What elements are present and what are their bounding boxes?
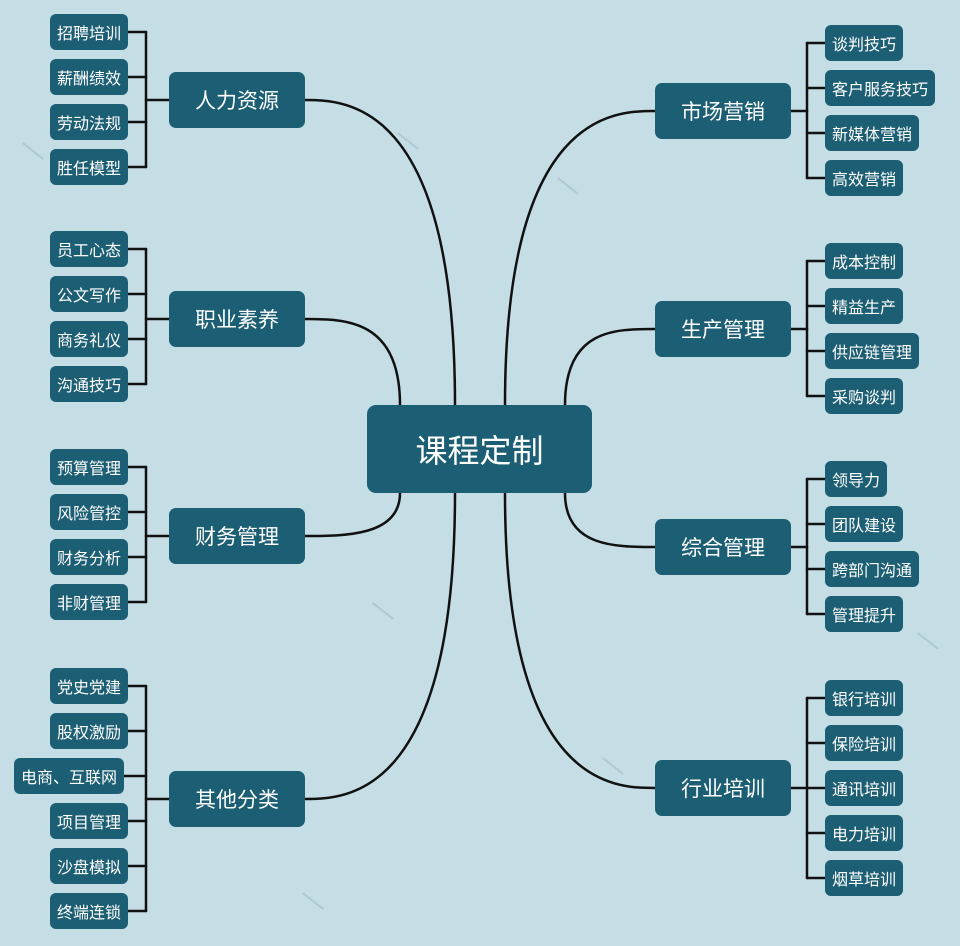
leaf-other-4: 项目管理 <box>50 803 129 839</box>
branch-fin: 财务管理 <box>169 508 305 564</box>
branch-connector <box>563 327 657 407</box>
leaf-prof-3: 商务礼仪 <box>50 321 129 357</box>
leaf-fin-1: 预算管理 <box>50 449 129 485</box>
leaf-ind-2: 保险培训 <box>825 725 904 761</box>
branch-connector <box>503 491 657 790</box>
leaf-fin-3: 财务分析 <box>50 539 129 575</box>
leaf-hr-2: 薪酬绩效 <box>50 59 129 95</box>
branch-hr: 人力资源 <box>169 72 305 128</box>
leaf-other-3: 电商、互联网 <box>14 758 125 794</box>
leaf-ind-5: 烟草培训 <box>825 860 904 896</box>
branch-connector <box>503 109 657 407</box>
center-node: 课程定制 <box>367 405 592 493</box>
leaf-mkt-3: 新媒体营销 <box>825 115 920 151</box>
leaf-ind-4: 电力培训 <box>825 815 904 851</box>
leaf-hr-3: 劳动法规 <box>50 104 129 140</box>
leaf-gen-2: 团队建设 <box>825 506 904 542</box>
leaf-gen-4: 管理提升 <box>825 596 904 632</box>
leaf-ind-3: 通讯培训 <box>825 770 904 806</box>
leaf-other-1: 党史党建 <box>50 668 129 704</box>
leaf-ind-1: 银行培训 <box>825 680 904 716</box>
leaf-gen-3: 跨部门沟通 <box>825 551 920 587</box>
leaf-prod-4: 采购谈判 <box>825 378 904 414</box>
branch-other: 其他分类 <box>169 771 305 827</box>
leaf-other-5: 沙盘模拟 <box>50 848 129 884</box>
leaf-hr-4: 胜任模型 <box>50 149 129 185</box>
leaf-mkt-1: 谈判技巧 <box>825 25 904 61</box>
leaf-prof-4: 沟通技巧 <box>50 366 129 402</box>
branch-prof: 职业素养 <box>169 291 305 347</box>
branch-connector <box>303 491 402 538</box>
branch-connector <box>303 98 457 407</box>
branch-connector <box>563 491 657 549</box>
leaf-prod-2: 精益生产 <box>825 288 904 324</box>
branch-connector <box>303 491 457 801</box>
branch-mkt: 市场营销 <box>655 83 791 139</box>
branch-prod: 生产管理 <box>655 301 791 357</box>
leaf-mkt-2: 客户服务技巧 <box>825 70 936 106</box>
leaf-prod-1: 成本控制 <box>825 243 904 279</box>
leaf-prof-1: 员工心态 <box>50 231 129 267</box>
branch-ind: 行业培训 <box>655 760 791 816</box>
leaf-mkt-4: 高效营销 <box>825 160 904 196</box>
leaf-other-2: 股权激励 <box>50 713 129 749</box>
branch-gen: 综合管理 <box>655 519 791 575</box>
leaf-other-6: 终端连锁 <box>50 893 129 929</box>
leaf-prof-2: 公文写作 <box>50 276 129 312</box>
leaf-fin-2: 风险管控 <box>50 494 129 530</box>
leaf-gen-1: 领导力 <box>825 461 888 497</box>
branch-connector <box>303 317 402 407</box>
leaf-hr-1: 招聘培训 <box>50 14 129 50</box>
leaf-fin-4: 非财管理 <box>50 584 129 620</box>
leaf-prod-3: 供应链管理 <box>825 333 920 369</box>
